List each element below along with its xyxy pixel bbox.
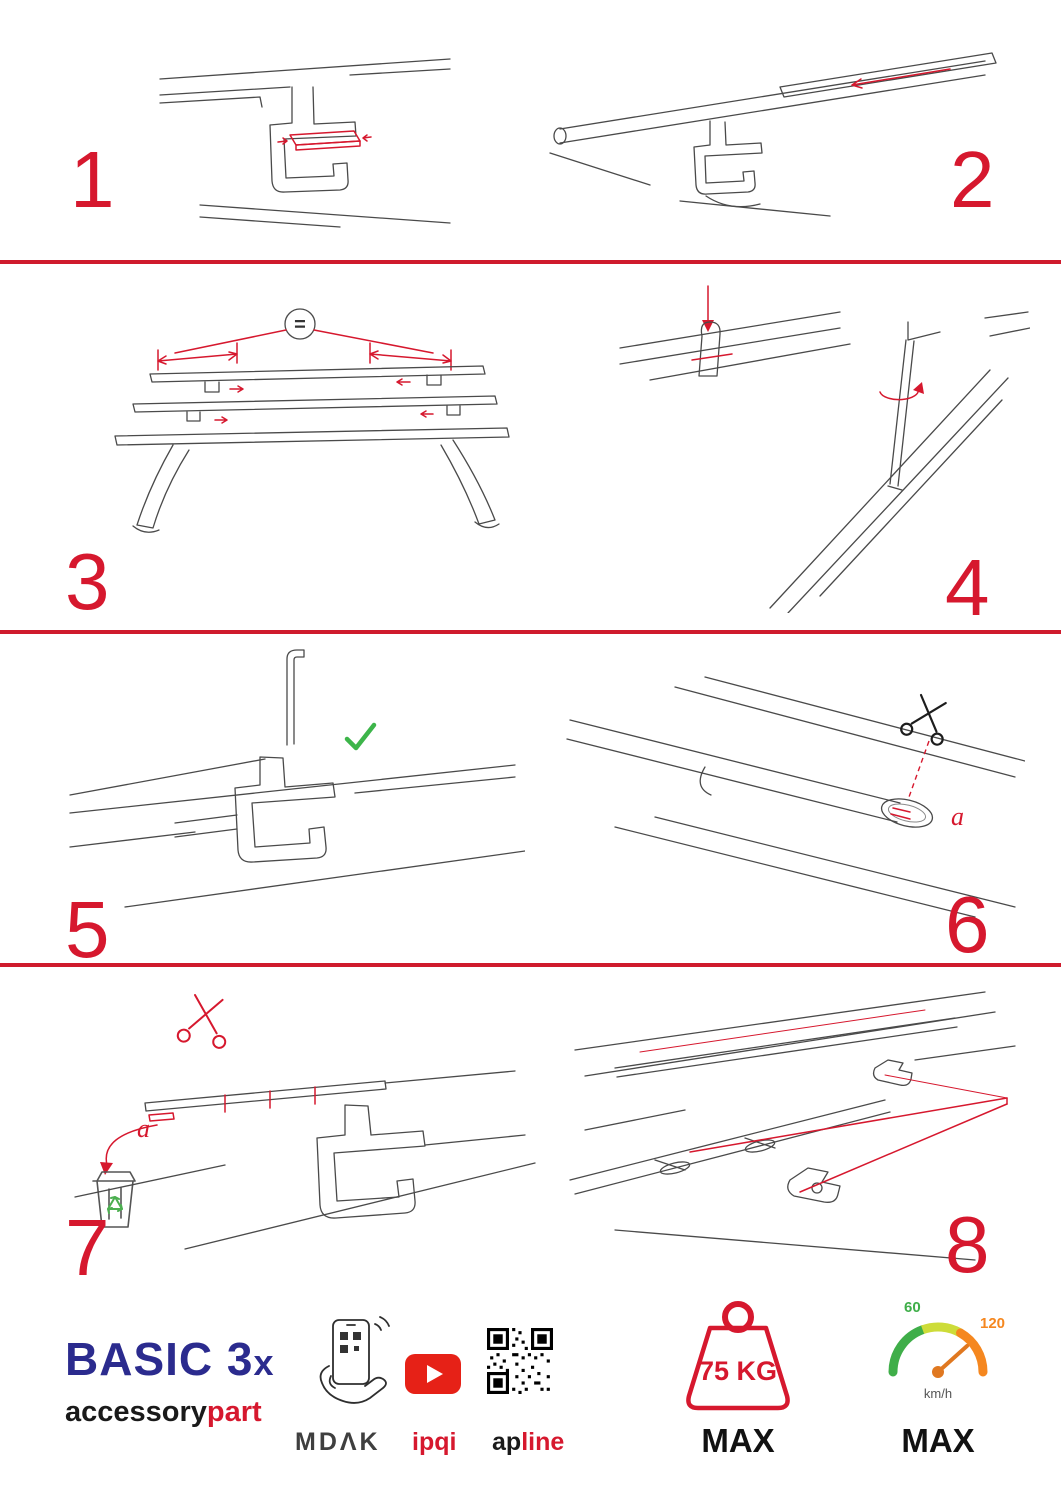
brand-ipqi: ipqi: [412, 1428, 457, 1456]
step-number-6: 6: [945, 880, 990, 969]
step-8-illustration: [569, 991, 1016, 1261]
speed-low-label: 60: [904, 1299, 921, 1316]
scissors-icon: [176, 994, 227, 1049]
weight-value: 75 KG: [699, 1356, 777, 1386]
phone-scan-icon: [319, 1316, 390, 1404]
speedometer-icon: 60 120 km/h: [888, 1299, 1005, 1401]
step-3-illustration: =: [114, 308, 510, 533]
checkmark-icon: [344, 722, 377, 751]
section-divider: [0, 963, 1061, 967]
brand-mdak: MDΛK: [295, 1428, 381, 1456]
speed-unit-label: km/h: [924, 1386, 952, 1401]
speed-max-label: MAX: [901, 1422, 975, 1459]
footer: BASIC 3x accessorypart: [0, 1292, 1061, 1500]
step-6-illustration: a: [566, 676, 1025, 918]
step-2-illustration: [549, 52, 997, 217]
speed-high-label: 120: [980, 1315, 1005, 1332]
recycle-trash-icon: [92, 1171, 136, 1228]
step-7-panel: a 7: [30, 973, 560, 1288]
section-divider: [0, 630, 1061, 634]
step-4-illustration: [619, 285, 1030, 613]
step-5-illustration: [69, 649, 525, 908]
step-number-1: 1: [70, 135, 115, 224]
qr-code: [487, 1328, 553, 1394]
step-number-5: 5: [65, 885, 110, 974]
step-number-8: 8: [945, 1200, 990, 1289]
product-qty: x: [253, 1342, 275, 1383]
step-4-panel: 4: [565, 268, 1061, 630]
product-logo: BASIC 3x: [65, 1332, 275, 1386]
step-1-panel: 1: [30, 20, 530, 255]
brand-wordmark: accessorypart: [65, 1396, 262, 1429]
brand-apline: apline: [492, 1428, 564, 1457]
brand-apline-black: ap: [492, 1428, 522, 1456]
section-divider: [0, 260, 1061, 264]
weight-max-label: MAX: [701, 1422, 775, 1459]
recycle-icon: [107, 1196, 123, 1214]
product-name: BASIC 3: [65, 1333, 254, 1385]
step-number-2: 2: [950, 135, 995, 224]
brand-apline-red: line: [521, 1428, 565, 1456]
step-3-panel: = 3: [30, 270, 560, 630]
youtube-icon: [405, 1354, 461, 1394]
step-7-illustration: a: [74, 994, 536, 1250]
step-2-panel: 2: [530, 5, 1061, 255]
equal-symbol: =: [294, 314, 306, 336]
scissors-icon: [900, 693, 947, 746]
brand-wordmark-black: accessory: [65, 1396, 207, 1428]
step-number-7: 7: [65, 1203, 110, 1292]
cut-label-a: a: [951, 802, 964, 831]
step-8-panel: 8: [550, 973, 1061, 1288]
step-5-panel: 5: [30, 640, 550, 970]
weight-limit-icon: 75 KG: [686, 1301, 790, 1411]
step-number-3: 3: [65, 537, 110, 626]
brand-wordmark-red: part: [206, 1396, 262, 1428]
step-6-panel: a 6: [550, 640, 1061, 969]
equal-symbol-badge: [284, 308, 316, 340]
step-number-4: 4: [945, 543, 990, 632]
step-1-illustration: [159, 58, 451, 228]
